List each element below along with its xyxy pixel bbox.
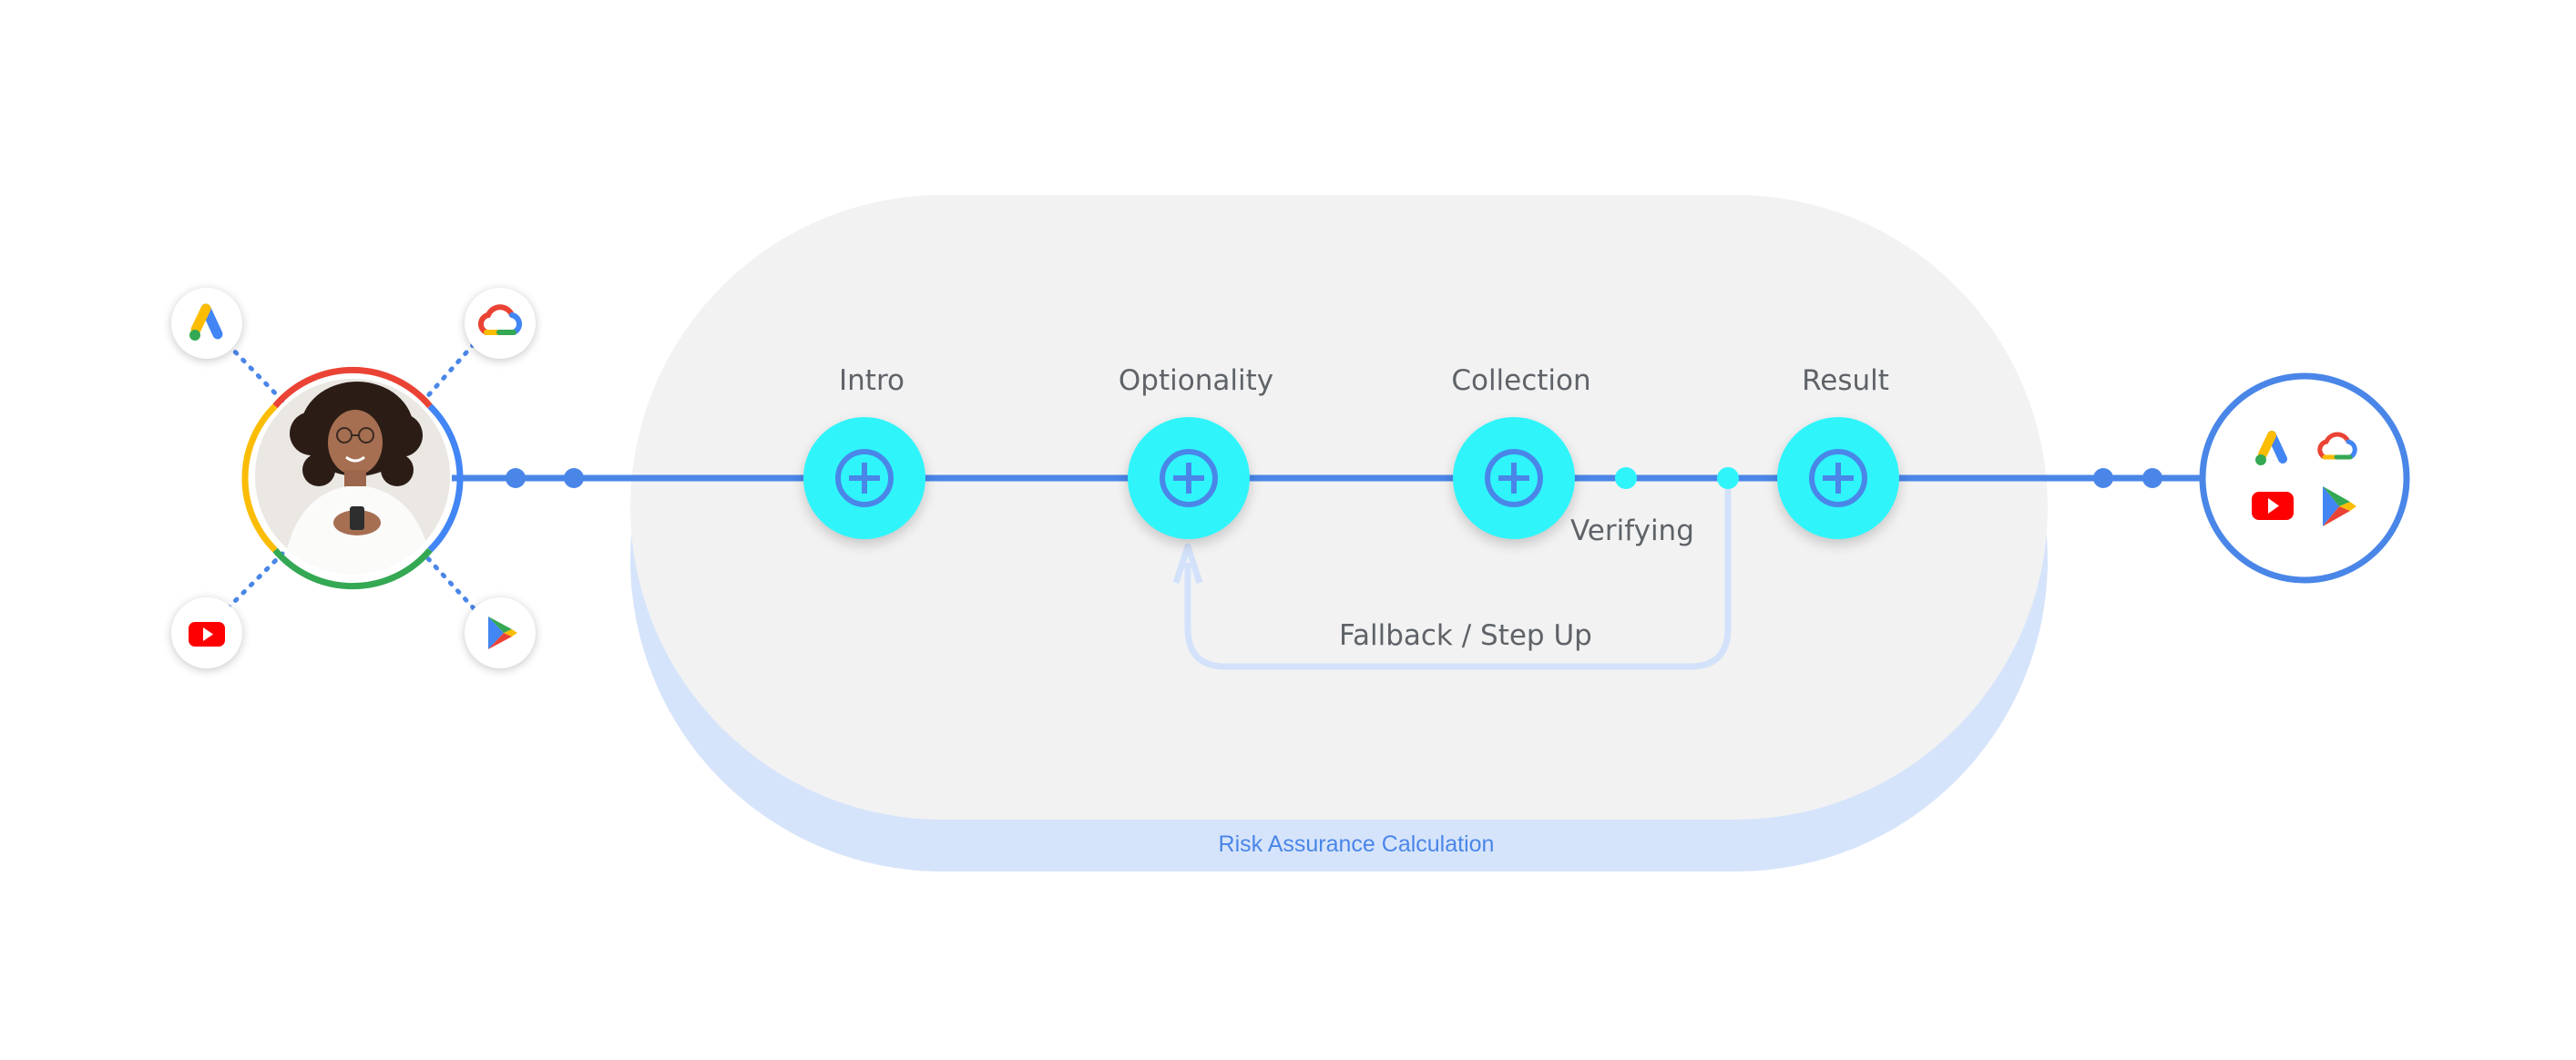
google-play-icon — [488, 617, 517, 649]
youtube-badge — [171, 597, 242, 668]
google-cloud-icon — [2317, 432, 2357, 460]
stage-collection-label: Collection — [1451, 364, 1591, 397]
fallback-label: Fallback / Step Up — [1339, 619, 1592, 652]
stage-intro-button[interactable] — [803, 417, 925, 539]
avatar-ring-yellow — [241, 403, 278, 553]
user-link-youtube — [225, 551, 285, 611]
verifying-dot — [1615, 467, 1637, 489]
stage-intro-label: Intro — [839, 364, 905, 397]
user-link-play — [421, 551, 476, 611]
destination-circle — [2199, 372, 2410, 584]
youtube-icon — [189, 622, 225, 647]
user-avatar — [255, 379, 450, 574]
verifying-dot — [1717, 467, 1739, 489]
stage-collection-button[interactable] — [1453, 417, 1575, 539]
google-ads-icon — [2255, 431, 2287, 465]
google-ads-icon — [189, 303, 223, 341]
play-badge — [465, 597, 536, 668]
avatar-ring-red — [272, 366, 433, 409]
avatar-ring-blue — [427, 403, 464, 553]
fallback-path — [1184, 478, 1732, 670]
ads-badge — [171, 288, 242, 359]
plus-circle-icon — [1485, 449, 1543, 507]
risk-assurance-label: Risk Assurance Calculation — [1218, 831, 1495, 857]
youtube-icon — [2252, 492, 2294, 520]
connector-dot — [2142, 468, 2162, 488]
connector-dot — [506, 468, 526, 488]
user-link-cloud — [421, 341, 476, 403]
verifying-label: Verifying — [1570, 515, 1694, 547]
stage-optionality-label: Optionality — [1118, 364, 1274, 397]
stage-result-button[interactable] — [1777, 417, 1899, 539]
plus-circle-icon — [835, 449, 894, 507]
connector-dot — [2093, 468, 2113, 488]
google-play-icon — [2323, 486, 2356, 526]
stage-result-label: Result — [1802, 364, 1889, 397]
google-cloud-icon — [477, 304, 523, 335]
connector-dot — [564, 468, 584, 488]
plus-circle-icon — [1160, 449, 1218, 507]
plus-circle-icon — [1809, 449, 1867, 507]
fallback-arrowhead — [1172, 543, 1203, 585]
cloud-badge — [465, 288, 536, 359]
stage-optionality-button[interactable] — [1128, 417, 1250, 539]
user-link-ads — [225, 341, 285, 403]
avatar-ring-green — [272, 547, 433, 590]
